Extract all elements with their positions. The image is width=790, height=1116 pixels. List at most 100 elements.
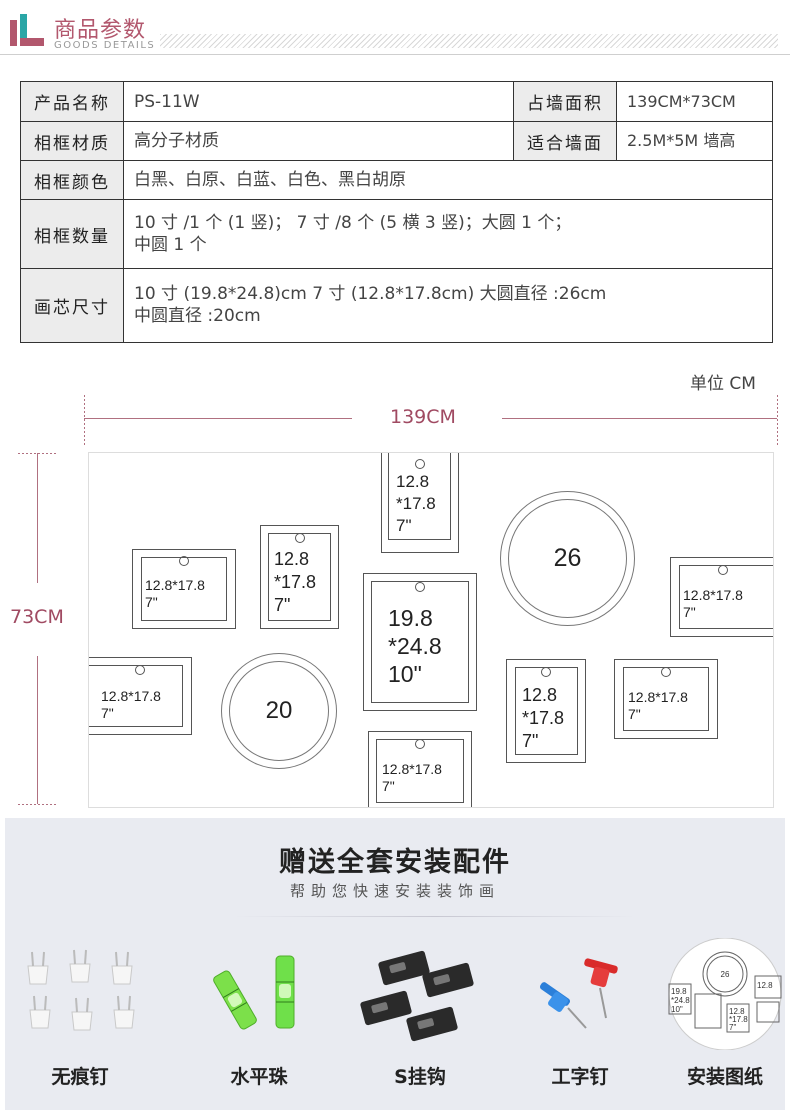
spec-label: 相框材质 <box>20 121 124 162</box>
section-title: 商品参数 <box>54 18 147 43</box>
accessories-subtitle: 帮助您快速安装装饰画 <box>289 882 500 900</box>
hang-hole-icon <box>541 667 551 677</box>
hang-hole-icon <box>179 556 189 566</box>
spec-label: 相框数量 <box>20 199 124 269</box>
spec-table: 产品名称 PS-11W 占墙面积 139CM*73CM 相框材质 高分子材质 适… <box>20 80 773 344</box>
circle-size-label: 26 <box>553 544 582 572</box>
accessory-item: 水平珠 <box>189 938 329 1108</box>
hang-hole-icon <box>415 582 425 592</box>
hang-hole-icon <box>661 667 671 677</box>
svg-text:*17.8: *17.8 <box>729 1015 748 1024</box>
svg-text:7": 7" <box>729 1023 736 1032</box>
height-dimension-line <box>37 656 38 804</box>
spec-value: 2.5M*5M 墙高 <box>616 121 773 162</box>
section-subtitle: GOODS DETAILS <box>54 40 156 51</box>
accessory-item: 无痕钉 <box>10 938 150 1108</box>
svg-text:26: 26 <box>721 970 730 979</box>
spec-row-name: 产品名称 PS-11W 占墙面积 139CM*73CM <box>20 80 773 123</box>
circle-size-label: 20 <box>265 697 293 724</box>
accessory-item: S挂钩 <box>350 938 490 1108</box>
spec-label: 画芯尺寸 <box>20 267 124 344</box>
height-dimension-tick <box>18 453 58 454</box>
accessory-name: 水平珠 <box>230 1066 288 1088</box>
level-bubble-icon <box>213 955 295 1030</box>
spec-value: 139CM*73CM <box>616 80 773 123</box>
spec-label: 相框颜色 <box>20 160 124 201</box>
nail-icon <box>27 949 135 1031</box>
circle-frame-medium: 20 <box>221 653 337 769</box>
height-dimension-line <box>37 453 38 583</box>
width-label: 139CM <box>390 406 456 428</box>
spec-row-color: 相框颜色 白黑、白原、白蓝、白色、黑白胡原 <box>20 160 773 201</box>
hang-hole-icon <box>135 665 145 675</box>
header-hatch-decoration <box>160 34 778 48</box>
svg-text:*24.8: *24.8 <box>671 996 690 1005</box>
height-dimension-tick <box>18 804 58 805</box>
spec-value: PS-11W <box>123 80 514 123</box>
install-drawing-icon: 26 12.8 19.8 *24.8 10" 12.8 *17.8 7" <box>668 938 782 1050</box>
hang-hole-icon <box>718 565 728 575</box>
accessory-item: 26 12.8 19.8 *24.8 10" 12.8 *17.8 7" 安装图… <box>655 938 790 1108</box>
spec-value-line: 中圆直径 :20cm <box>134 306 261 327</box>
spec-value-line: 中圆 1 个 <box>134 235 207 256</box>
svg-text:10": 10" <box>671 1005 683 1014</box>
hang-hole-icon <box>294 533 305 543</box>
spec-value: 高分子材质 <box>123 121 514 162</box>
spec-value-line: 10 寸 /1 个 (1 竖)； 7 寸 /8 个 (5 横 3 竖)；大圆 1… <box>134 213 572 234</box>
spec-value: 10 寸 /1 个 (1 竖)； 7 寸 /8 个 (5 横 3 竖)；大圆 1… <box>123 199 773 269</box>
spec-value-line: 10 寸 (19.8*24.8)cm 7 寸 (12.8*17.8cm) 大圆直… <box>134 284 607 305</box>
spec-label: 产品名称 <box>20 80 124 123</box>
accessories-divider <box>235 916 635 917</box>
svg-text:19.8: 19.8 <box>671 987 687 996</box>
accessory-name: 无痕钉 <box>51 1066 109 1088</box>
spec-row-quantity: 相框数量 10 寸 /1 个 (1 竖)； 7 寸 /8 个 (5 横 3 竖)… <box>20 199 773 269</box>
width-dimension-tick <box>84 395 85 445</box>
header-divider <box>0 54 790 55</box>
accessories-title: 赠送全套安装配件 <box>279 847 511 878</box>
spec-label: 适合墙面 <box>513 121 617 162</box>
spec-row-picture-size: 画芯尺寸 10 寸 (19.8*24.8)cm 7 寸 (12.8*17.8cm… <box>20 267 773 344</box>
brand-logo-icon <box>10 14 44 46</box>
width-dimension-line <box>502 418 777 419</box>
push-pin-icon <box>539 958 618 1029</box>
width-dimension-tick <box>777 395 778 445</box>
accessory-item: 工字钉 <box>510 938 650 1108</box>
height-label: 73CM <box>10 606 64 628</box>
unit-label: 单位 CM <box>690 374 756 394</box>
spec-value: 白黑、白原、白蓝、白色、黑白胡原 <box>123 160 773 201</box>
width-dimension-line <box>84 418 352 419</box>
svg-text:12.8: 12.8 <box>757 981 773 990</box>
circle-frame-large: 26 <box>500 491 635 626</box>
accessories-section: 赠送全套安装配件 帮助您快速安装装饰画 无痕钉 <box>5 818 785 1110</box>
accessory-name: 工字钉 <box>551 1066 609 1088</box>
svg-text:12.8: 12.8 <box>729 1007 745 1016</box>
accessory-name: S挂钩 <box>394 1066 446 1088</box>
s-hook-icon <box>360 950 474 1042</box>
hang-hole-icon <box>415 459 425 469</box>
accessory-name: 安装图纸 <box>686 1066 763 1088</box>
spec-label: 占墙面积 <box>513 80 617 123</box>
spec-value: 10 寸 (19.8*24.8)cm 7 寸 (12.8*17.8cm) 大圆直… <box>123 267 773 344</box>
hang-hole-icon <box>415 739 425 749</box>
section-header: 商品参数 GOODS DETAILS <box>0 0 790 60</box>
spec-row-material: 相框材质 高分子材质 适合墙面 2.5M*5M 墙高 <box>20 121 773 162</box>
